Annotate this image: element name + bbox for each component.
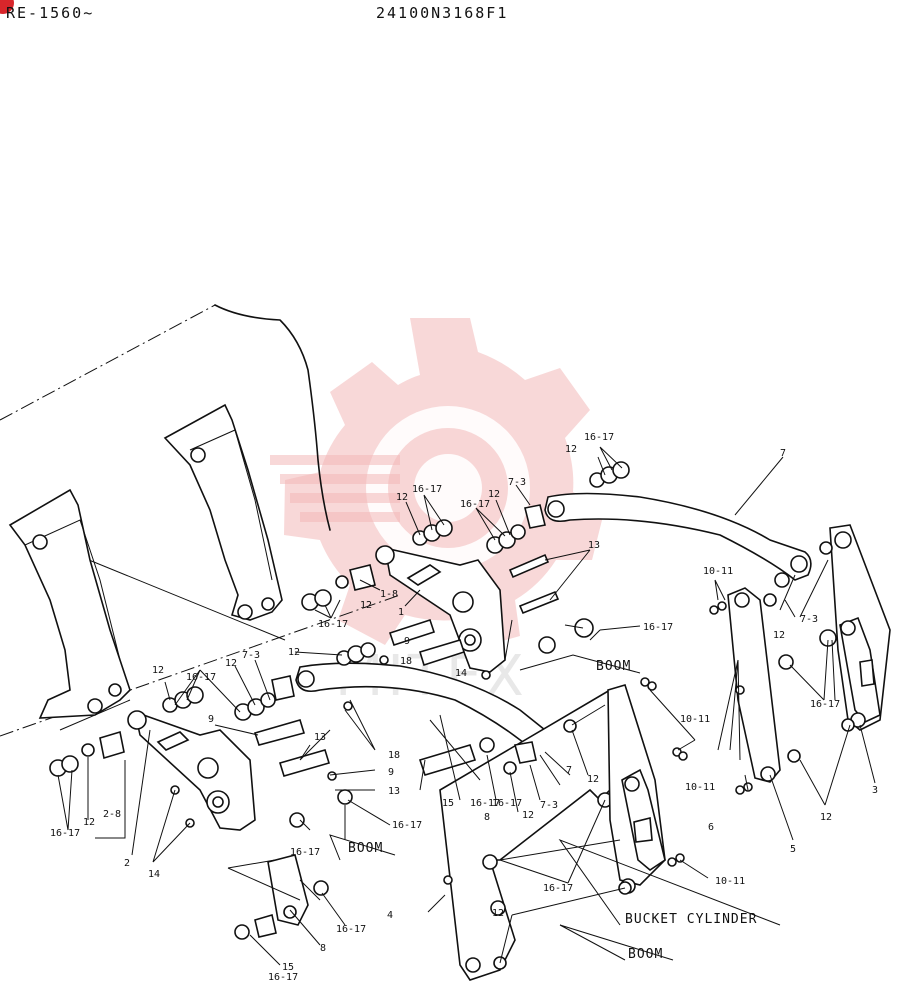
callout-9: 9	[388, 767, 394, 778]
callout-13: 13	[388, 786, 400, 797]
part-number-label: 24100N3168F1	[376, 4, 509, 22]
callout-16-17: 16-17	[460, 499, 490, 510]
callout-12: 12	[225, 658, 237, 669]
callout-15: 15	[282, 962, 294, 973]
callout-16-17: 16-17	[186, 672, 216, 683]
link-upper	[544, 492, 812, 581]
callout-3: 3	[872, 785, 878, 796]
callout-12: 12	[488, 489, 500, 500]
callout-1-8: 1-8	[380, 589, 398, 600]
callout-16-17: 16-17	[392, 820, 422, 831]
washers-and-nuts	[49, 461, 855, 970]
callout-7-3: 7-3	[800, 614, 818, 625]
callout-16-17: 16-17	[492, 798, 522, 809]
callout-16-17: 16-17	[810, 699, 840, 710]
callout-12: 12	[83, 817, 95, 828]
callout-16-17: 16-17	[336, 924, 366, 935]
callout-14: 14	[148, 869, 160, 880]
callout-12: 12	[565, 444, 577, 455]
callout-12: 12	[587, 774, 599, 785]
bucket-cylinder-label: BUCKET CYLINDER	[625, 912, 757, 927]
pins-bushings	[99, 504, 560, 938]
boom-label-3: BOOM	[628, 947, 663, 962]
callout-1: 1	[398, 607, 404, 618]
callout-7: 7	[566, 765, 572, 776]
serial-range-label: RE-1560~	[6, 4, 95, 22]
callout-9: 9	[208, 714, 214, 725]
callout-16-17: 16-17	[470, 798, 500, 809]
callout-7-3: 7-3	[242, 650, 260, 661]
callout-12: 12	[522, 810, 534, 821]
link-8-lower	[267, 854, 309, 926]
callout-13: 13	[314, 732, 326, 743]
callout-12: 12	[360, 600, 372, 611]
bell-crank-left	[127, 710, 256, 831]
callout-12: 12	[820, 812, 832, 823]
callout-12: 12	[152, 665, 164, 676]
callout-12: 12	[396, 492, 408, 503]
callout-16-17: 16-17	[412, 484, 442, 495]
callout-2: 2	[124, 858, 130, 869]
callout-16-17: 16-17	[543, 883, 573, 894]
callout-18: 18	[388, 750, 400, 761]
callout-16-17: 16-17	[318, 619, 348, 630]
callout-5: 5	[790, 844, 796, 855]
callout-7-3: 7-3	[540, 800, 558, 811]
callout-8: 8	[320, 943, 326, 954]
callout-2-8: 2-8	[103, 809, 121, 820]
callout-14: 14	[455, 668, 467, 679]
leader-lines	[57, 446, 876, 966]
callout-10-11: 10-11	[703, 566, 733, 577]
callout-12: 12	[773, 630, 785, 641]
callout-4: 4	[387, 910, 393, 921]
callout-10-11: 10-11	[715, 876, 745, 887]
corner-marker	[0, 0, 14, 14]
callout-16-17: 16-17	[50, 828, 80, 839]
plate-5	[727, 587, 781, 783]
callout-8: 8	[484, 812, 490, 823]
boom-label-1: BOOM	[596, 659, 631, 674]
callout-16-17: 16-17	[290, 847, 320, 858]
callout-12: 12	[492, 908, 504, 919]
callout-7-3: 7-3	[508, 477, 526, 488]
callout-6: 6	[708, 822, 714, 833]
bucket-bracket-left	[8, 488, 131, 719]
callout-10-11: 10-11	[680, 714, 710, 725]
callout-7: 7	[780, 448, 786, 459]
callout-18: 18	[400, 656, 412, 667]
boom-label-2: BOOM	[348, 841, 383, 856]
bell-crank-center	[375, 545, 506, 673]
callout-13: 13	[588, 540, 600, 551]
callout-9: 9	[404, 636, 410, 647]
callout-12: 12	[288, 647, 300, 658]
plate-3	[829, 524, 891, 731]
callout-16-17: 16-17	[643, 622, 673, 633]
callout-16-17: 16-17	[268, 972, 298, 983]
callout-labels: 12 16-17 7 12 16-17 16-17 12 7-3 13 1-8 …	[50, 432, 878, 983]
callout-15: 15	[442, 798, 454, 809]
bucket-bracket-right	[163, 403, 283, 621]
callout-16-17: 16-17	[584, 432, 614, 443]
callout-10-11: 10-11	[685, 782, 715, 793]
